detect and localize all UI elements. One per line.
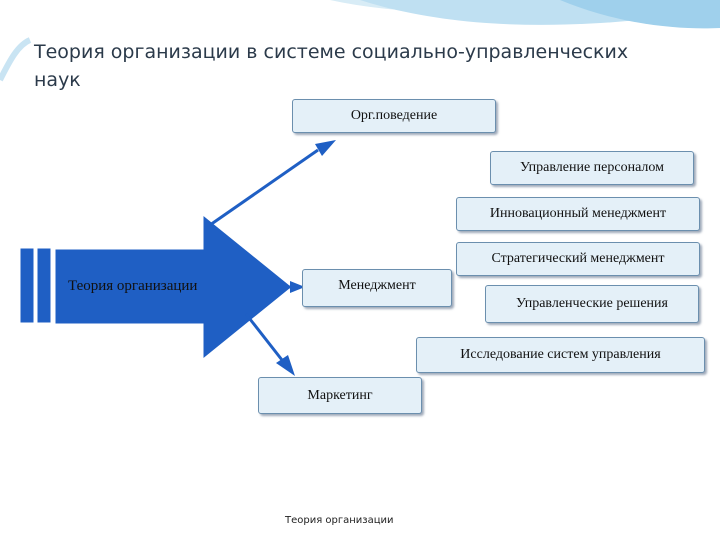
node-innovation-management: Инновационный менеджмент [456,197,700,231]
node-management: Менеджмент [302,269,452,307]
node-strategic-management: Стратегический менеджмент [456,242,700,276]
slide-title: Теория организации в системе социально-у… [34,38,674,94]
connector-marketing [246,314,282,360]
node-marketing: Маркетинг [258,377,422,414]
central-node-label: Теория организации [68,278,197,295]
connector-org-behavior [210,150,318,225]
node-org-behavior: Орг.поведение [292,99,496,133]
node-hr-management: Управление персоналом [490,151,694,185]
node-systems-research: Исследование систем управления [416,337,705,373]
slide-footer: Теория организации [285,515,394,526]
left-bar-1 [20,248,34,323]
node-managerial-decisions: Управленческие решения [485,285,699,323]
left-bar-2 [37,248,51,323]
